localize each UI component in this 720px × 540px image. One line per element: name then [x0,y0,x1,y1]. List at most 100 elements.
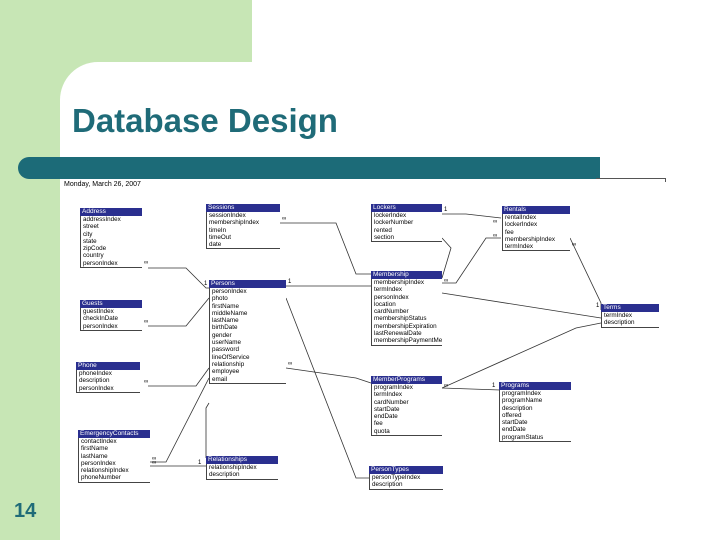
table-field: endDate [374,413,398,421]
table-field: gender [212,331,232,339]
table-field: rented [374,226,392,234]
rel-marker-many: ∞ [493,233,498,239]
rel-membership-lockers [441,237,452,279]
table-field: description [604,319,635,327]
table-field: street [83,223,99,231]
table-field: lockerNumber [374,219,414,227]
table-field: birthDate [212,324,238,332]
table-header: PersonTypes [369,466,443,474]
rel-marker-one: 1 [492,383,496,389]
er-diagram: Monday, March 26, 2007 [56,178,668,502]
rel-marker-one: 1 [204,281,208,287]
table-field: cardNumber [374,308,409,316]
rel-marker-one: 1 [596,303,600,309]
table-field: description [372,481,403,489]
rel-rentals-terms [569,237,602,310]
table-field: membershipStatus [374,315,427,323]
table-header: Rentals [502,206,570,214]
rel-memberprograms-programs [441,387,501,391]
table-field: lockerIndex [505,221,538,229]
table-field: membershipExpiration [374,322,437,330]
table-field: startDate [502,419,528,427]
rel-membership-terms [441,292,602,319]
table-field: startDate [374,405,400,413]
table-header: Membership [371,271,442,279]
table-field: description [502,404,533,412]
table-field: description [79,377,110,385]
table-field: addressIndex [83,216,121,223]
table-field: lineOfService [212,353,250,361]
table-field: country [83,252,104,260]
rel-marker-many: ∞ [288,361,293,367]
rel-marker-one: 1 [288,279,292,285]
table-field: employee [212,368,240,376]
table-field: fee [505,228,514,236]
table-field: relationshipIndex [81,467,129,475]
table-field: location [374,300,396,308]
table-field: programName [502,397,543,405]
table-field: lastName [81,452,108,460]
table-field: termIndex [505,243,533,251]
relationship-lines [148,213,602,479]
table-field: offered [502,411,522,419]
table-header: Terms [601,304,659,312]
table-field: cardNumber [374,398,409,406]
table-field: description [209,471,240,479]
rel-emergency-persons [148,377,210,463]
table-header: EmergencyContacts [78,430,150,438]
rel-persons-memberprograms [285,367,372,384]
table-field: password [212,346,239,354]
table-header: Lockers [371,204,442,212]
table-field: guestIndex [83,308,114,315]
table-field: city [83,230,93,238]
diagram-frame-right [665,178,666,182]
table-field: checkInDate [83,315,119,323]
rel-membership-rentals [442,237,501,284]
table-field: rentalIndex [505,214,537,221]
slide-title: Database Design [72,102,338,139]
rel-marker-many: ∞ [444,383,449,389]
rel-lockers-rentals [442,213,502,219]
table-field: personIndex [374,293,409,301]
table-field: membershipPaymentMethod [374,337,442,345]
table-header: Guests [80,300,142,308]
table-field: zipCode [83,245,107,253]
table-field: endDate [502,426,526,434]
rel-marker-many: ∞ [152,460,157,466]
table-field: firstName [212,302,239,310]
table-header: Sessions [206,204,280,212]
table-field: lastRenewalDate [374,330,422,338]
table-field: relationshipIndex [209,464,257,471]
table-field: section [374,233,394,241]
table-field: membershipIndex [505,235,556,243]
table-field: personTypeIndex [372,474,421,481]
table-field: email [212,375,228,383]
table-field: phoneIndex [79,370,112,377]
rel-marker-one: 1 [444,207,448,213]
table-field: programIndex [502,390,541,397]
table-field: relationship [212,360,245,368]
table-field: programStatus [502,433,544,441]
table-field: membershipIndex [209,219,260,227]
rel-phone-persons [148,367,210,387]
rel-marker-many: ∞ [444,278,449,284]
diagram-date: Monday, March 26, 2007 [64,181,141,188]
rel-marker-many: ∞ [144,319,149,325]
table-field: membershipIndex [374,279,425,286]
table-field: timeOut [209,233,232,241]
rel-marker-many: ∞ [152,456,157,462]
table-header: Address [80,208,142,216]
table-field: personIndex [83,322,118,330]
rel-sessions-membership [280,222,371,275]
